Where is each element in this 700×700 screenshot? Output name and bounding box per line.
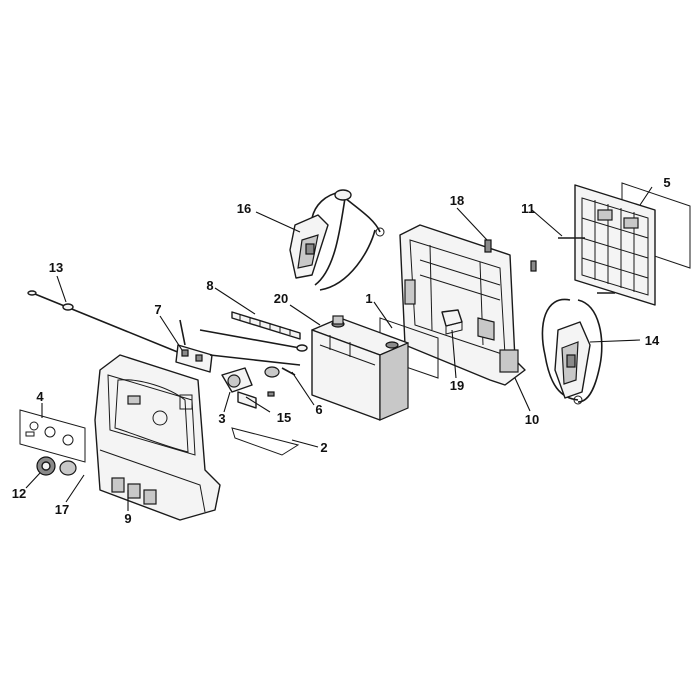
- part-20-battery: [311, 315, 409, 421]
- part-6-rod: [199, 329, 308, 378]
- part-9-front-housing: [94, 354, 221, 521]
- callout-18: 18: [450, 193, 464, 208]
- part-7-circuit-board: [175, 319, 213, 373]
- callout-4: 4: [36, 389, 44, 404]
- part-10-rear-housing: [399, 224, 526, 386]
- callout-15: 15: [277, 410, 291, 425]
- callout-5: 5: [663, 175, 670, 190]
- part-2-label-plate: [231, 427, 300, 456]
- callouts: 1 2 3 4 5 6 7 8 9 10 11 12 13 14 15 16 1…: [12, 175, 671, 526]
- callout-2: 2: [320, 440, 327, 455]
- callout-10: 10: [525, 412, 539, 427]
- leader-lines: [25, 186, 653, 511]
- callout-1: 1: [365, 291, 372, 306]
- callout-7: 7: [154, 302, 161, 317]
- callout-13: 13: [49, 260, 63, 275]
- part-17-cover: [59, 460, 77, 476]
- callout-16: 16: [237, 201, 251, 216]
- part-8-ribbed-bar: [231, 311, 301, 340]
- part-4-faceplate: [19, 409, 86, 463]
- part-14-clamp-cable: [541, 298, 603, 405]
- callout-17: 17: [55, 502, 69, 517]
- part-3-switch: [221, 367, 253, 393]
- callout-20: 20: [274, 291, 288, 306]
- part-16-clamp-cable: [289, 189, 385, 291]
- part-13-wire: [27, 290, 181, 354]
- part-12-knob: [36, 456, 56, 476]
- callout-6: 6: [315, 402, 322, 417]
- part-18-clip: [484, 239, 537, 272]
- callout-19: 19: [450, 378, 464, 393]
- callout-3: 3: [218, 411, 225, 426]
- callout-8: 8: [206, 278, 213, 293]
- callout-12: 12: [12, 486, 26, 501]
- part-15-connector: [237, 391, 275, 409]
- part-11-back-cover: [558, 184, 656, 306]
- callout-11: 11: [521, 201, 535, 216]
- callout-9: 9: [124, 511, 131, 526]
- callout-14: 14: [645, 333, 660, 348]
- part-19-block: [441, 309, 463, 335]
